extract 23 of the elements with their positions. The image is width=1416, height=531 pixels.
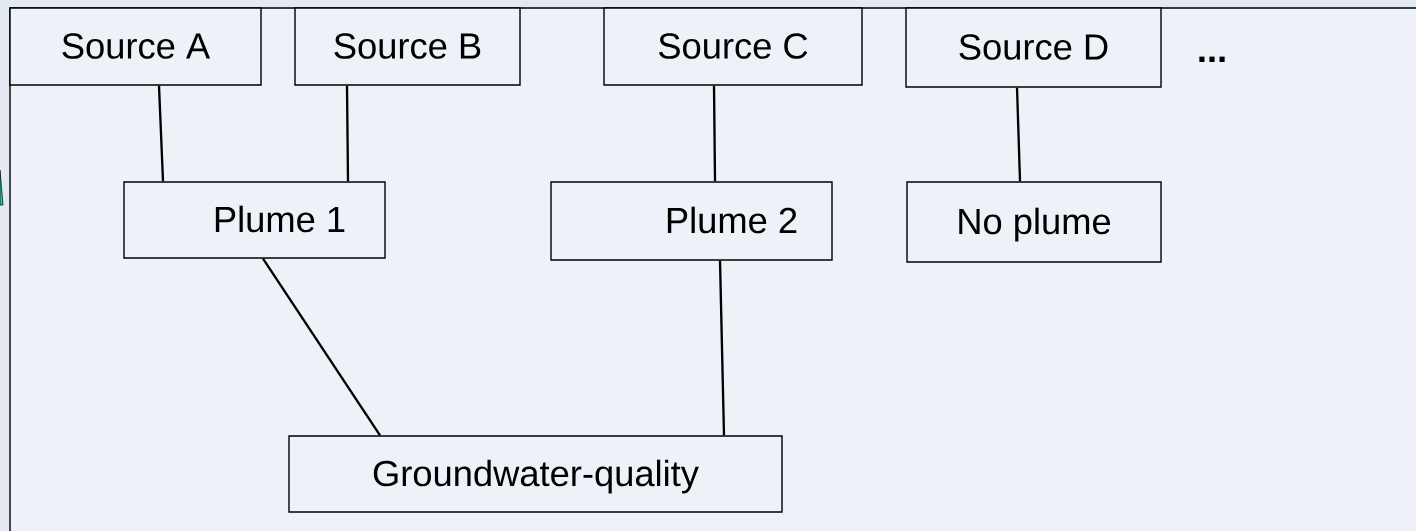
- connector-line: [1015, 87, 1022, 182]
- box: [550, 181, 833, 261]
- connector-line: [262, 258, 381, 436]
- box-label: No plume: [959, 207, 1111, 242]
- box-label: Source A: [62, 33, 211, 59]
- box-label: Source C: [658, 33, 808, 59]
- box: [905, 7, 1162, 88]
- connector-line: [345, 85, 350, 182]
- box: [288, 435, 783, 513]
- box-label: Groundwater-quality: [373, 459, 699, 494]
- box: [9, 7, 262, 86]
- box-label: Plume 1: [215, 205, 345, 233]
- box: [294, 7, 521, 86]
- box-label: Source B: [334, 33, 481, 59]
- box-label: Source D: [959, 34, 1108, 60]
- connector-line: [157, 85, 165, 182]
- box-label: Plume 2: [667, 206, 797, 234]
- connector-line: [712, 85, 717, 182]
- ellipsis-label: ...: [1199, 56, 1225, 62]
- box: [906, 181, 1162, 263]
- box: [603, 7, 863, 86]
- box: [123, 181, 386, 259]
- connector-line: [718, 260, 726, 436]
